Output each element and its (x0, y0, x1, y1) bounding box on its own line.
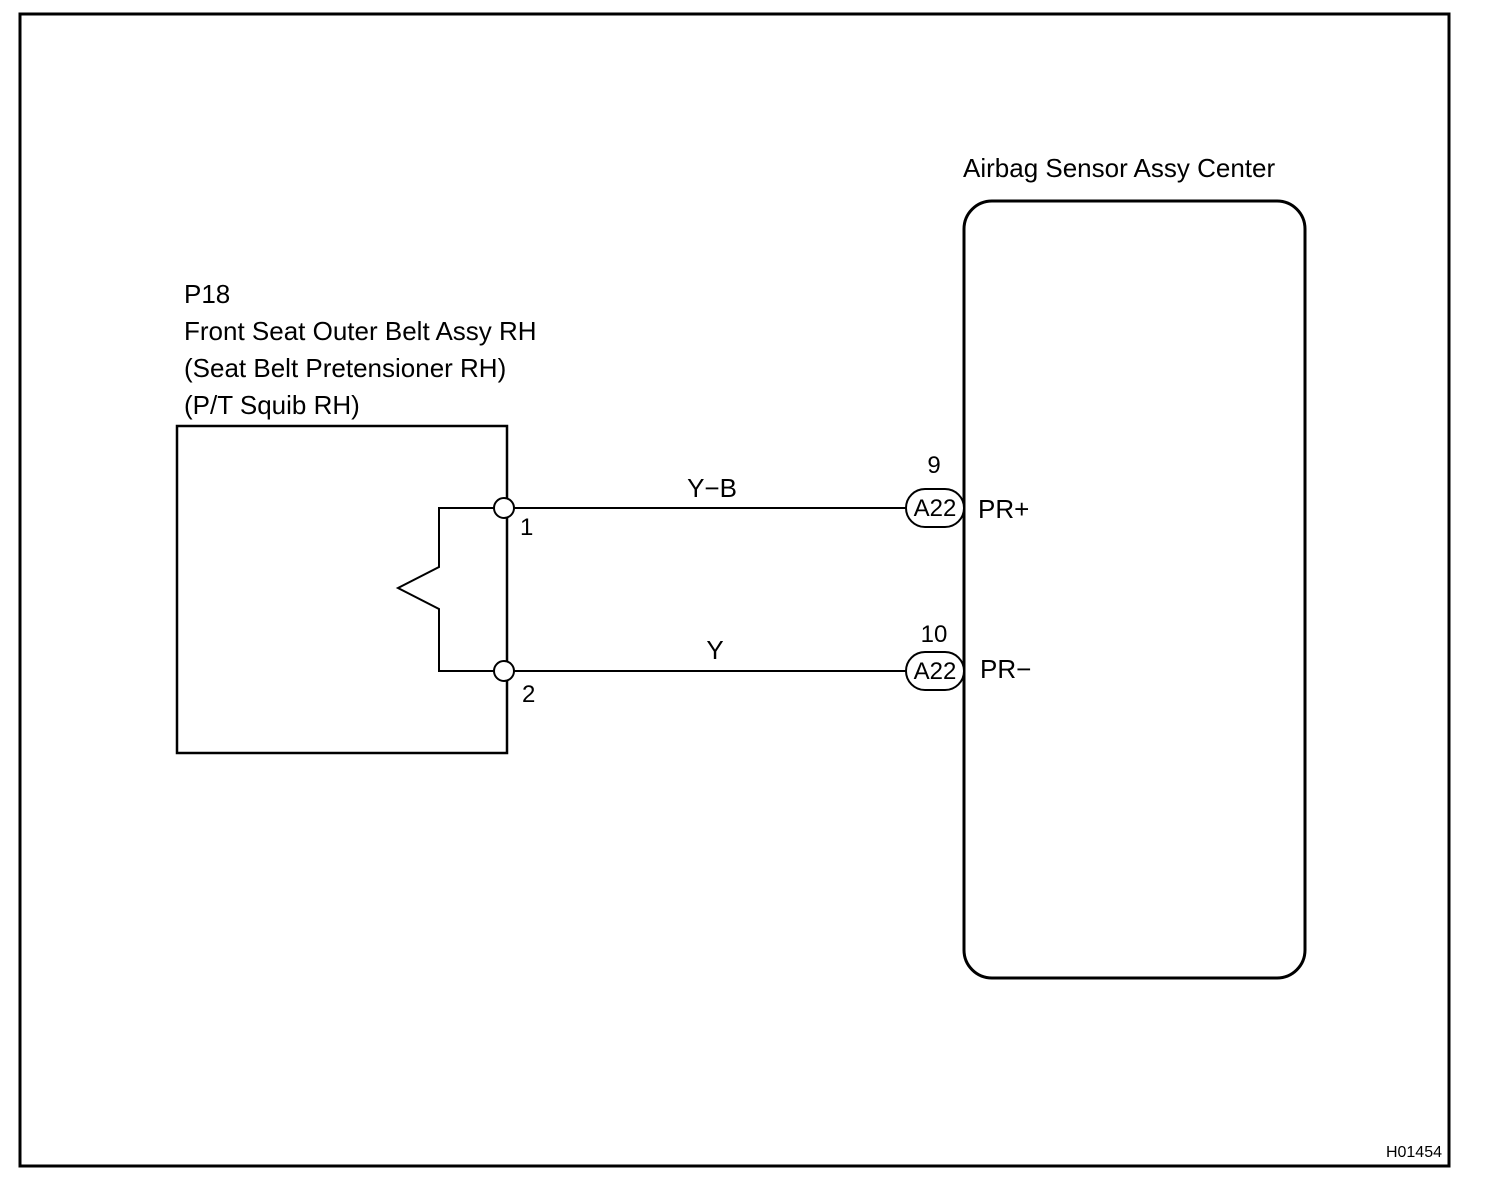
signal-pr-minus: PR− (980, 654, 1031, 684)
pretensioner-box (175, 424, 509, 755)
diagram-frame (18, 12, 1451, 1168)
terminal-1 (493, 497, 515, 519)
wire-y-color-label: Y (706, 635, 723, 665)
connector-a22-pin9 (905, 488, 965, 528)
terminal-2-label: 2 (522, 681, 535, 708)
pin-10-label: 10 (921, 621, 948, 648)
left-component-sub2: (P/T Squib RH) (184, 390, 360, 420)
wire-yb-color-label: Y−B (687, 473, 737, 503)
left-component-id: P18 (184, 279, 230, 309)
left-component-name: Front Seat Outer Belt Assy RH (184, 316, 537, 346)
right-component-name: Airbag Sensor Assy Center (963, 153, 1275, 183)
figure-code: H01454 (1386, 1144, 1442, 1161)
squib-symbol (395, 507, 504, 672)
connector-a22-pin10 (905, 651, 965, 691)
signal-pr-plus: PR+ (978, 494, 1029, 524)
airbag-sensor-box (962, 199, 1307, 980)
connector-a22-pin10-label: A22 (914, 658, 957, 685)
connector-a22-pin9-label: A22 (914, 495, 957, 522)
terminal-1-label: 1 (520, 514, 533, 541)
left-component-sub1: (Seat Belt Pretensioner RH) (184, 353, 506, 383)
pin-9-label: 9 (927, 452, 940, 479)
terminal-2 (493, 660, 515, 682)
